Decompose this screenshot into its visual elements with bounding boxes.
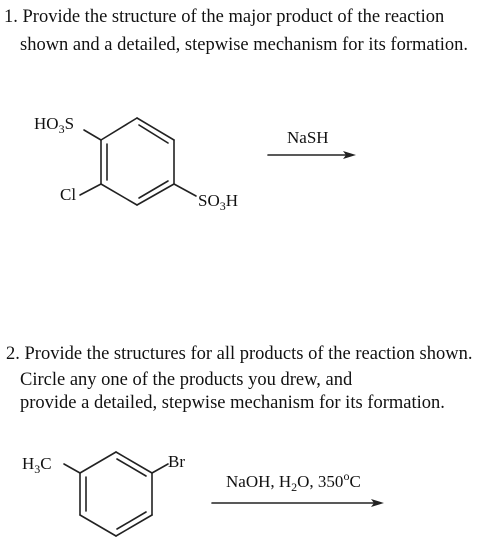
substituent-cl: Cl [60,185,76,204]
bond-to-ch3 [63,463,81,474]
bond-to-so3h-top [83,129,102,141]
reaction-arrow-1 [267,151,356,159]
question-1-text-line-2: shown and a detailed, stepwise mechanism… [20,35,469,55]
benzene-ring-1 [100,117,175,206]
substituent-br: Br [168,452,185,471]
question-2-text-line-3: provide a detailed, stepwise mechanism f… [20,393,445,413]
bond-to-br [151,463,169,474]
substituent-so3h-top: HO3S [34,114,74,136]
reaction-arrow-2 [211,499,384,507]
bond-to-so3h-right [173,183,197,197]
benzene-ring-2 [79,451,153,537]
reagent-label-1: NaSH [287,128,329,147]
question-2-text-line-2: Circle any one of the products you drew,… [20,370,353,390]
question-1-text-line-1: 1. Provide the structure of the major pr… [4,7,445,27]
reaction-scheme-2: H3C Br NaOH, H2O, 350oC [22,451,384,537]
substituent-ch3: H3C [22,454,52,476]
reagent-label-2: NaOH, H2O, 350oC [226,469,361,494]
reaction-scheme-1: HO3S Cl SO3H NaSH [34,114,356,213]
bond-to-cl [79,183,102,196]
question-2-text-line-1: 2. Provide the structures for all produc… [6,344,473,364]
substituent-so3h-right: SO3H [198,191,238,213]
